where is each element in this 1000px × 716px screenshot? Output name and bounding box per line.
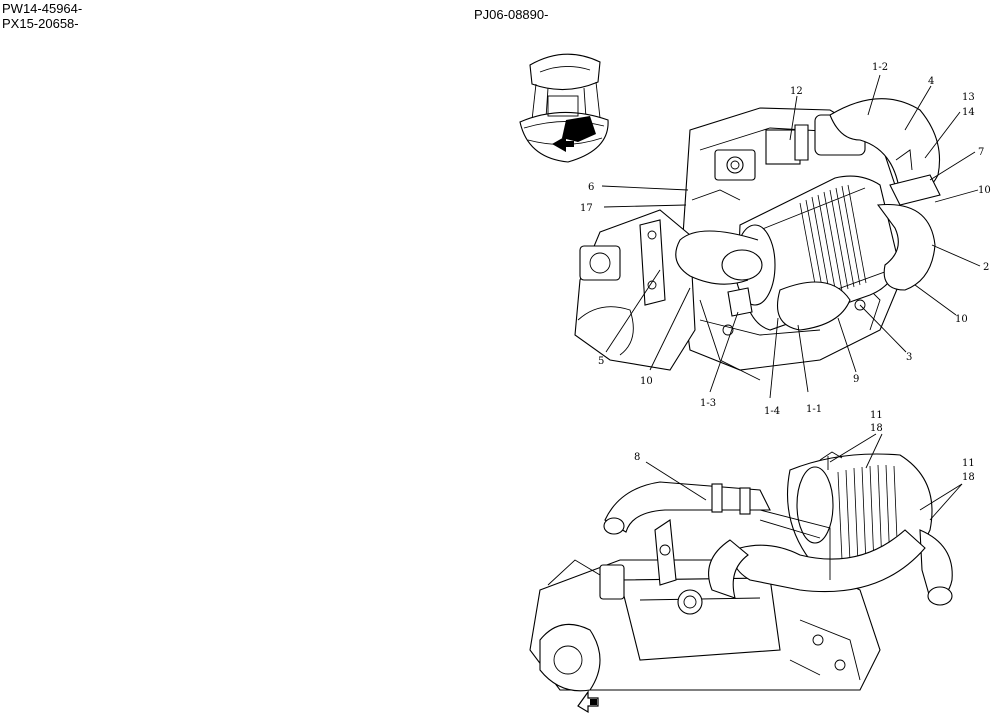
callout-11b: 11 bbox=[962, 458, 975, 469]
upper-callouts: 12 1-2 4 13 14 7 10 2 10 3 9 1-1 1-4 1-3… bbox=[580, 62, 991, 417]
callout-13: 13 bbox=[962, 92, 975, 103]
callout-9: 9 bbox=[853, 374, 859, 385]
lower-callouts: 8 11 18 11 18 bbox=[634, 410, 975, 521]
lower-engine-assembly bbox=[529, 451, 953, 692]
callout-18b: 18 bbox=[962, 472, 975, 483]
machine-locator-icon bbox=[519, 53, 609, 163]
callout-5: 5 bbox=[598, 356, 604, 367]
serial-range-right: PJ06-08890- bbox=[474, 7, 549, 22]
callout-10c: 10 bbox=[640, 376, 653, 387]
callout-14: 14 bbox=[962, 107, 975, 118]
upper-engine-assembly bbox=[574, 98, 941, 381]
callout-1-2: 1-2 bbox=[872, 62, 888, 73]
callout-1-4: 1-4 bbox=[764, 406, 780, 417]
callout-12: 12 bbox=[790, 86, 803, 97]
serial-line-1: PW14-45964- bbox=[2, 1, 83, 16]
serial-line-2: PX15-20658- bbox=[2, 16, 79, 31]
callout-7: 7 bbox=[978, 147, 984, 158]
callout-1-1: 1-1 bbox=[806, 404, 822, 415]
serial-range-left: PW14-45964- PX15-20658- bbox=[2, 1, 82, 31]
callout-18a: 18 bbox=[870, 423, 883, 434]
callout-3: 3 bbox=[906, 352, 912, 363]
callout-8: 8 bbox=[634, 452, 640, 463]
callout-10b: 10 bbox=[955, 314, 968, 325]
callout-1-3: 1-3 bbox=[700, 398, 716, 409]
front-direction-arrow-icon bbox=[577, 690, 599, 714]
callout-6: 6 bbox=[588, 182, 594, 193]
callout-11a: 11 bbox=[870, 410, 883, 421]
callout-2: 2 bbox=[983, 262, 989, 273]
callout-17: 17 bbox=[580, 203, 593, 214]
callout-10a: 10 bbox=[978, 185, 991, 196]
callout-4: 4 bbox=[928, 76, 934, 87]
